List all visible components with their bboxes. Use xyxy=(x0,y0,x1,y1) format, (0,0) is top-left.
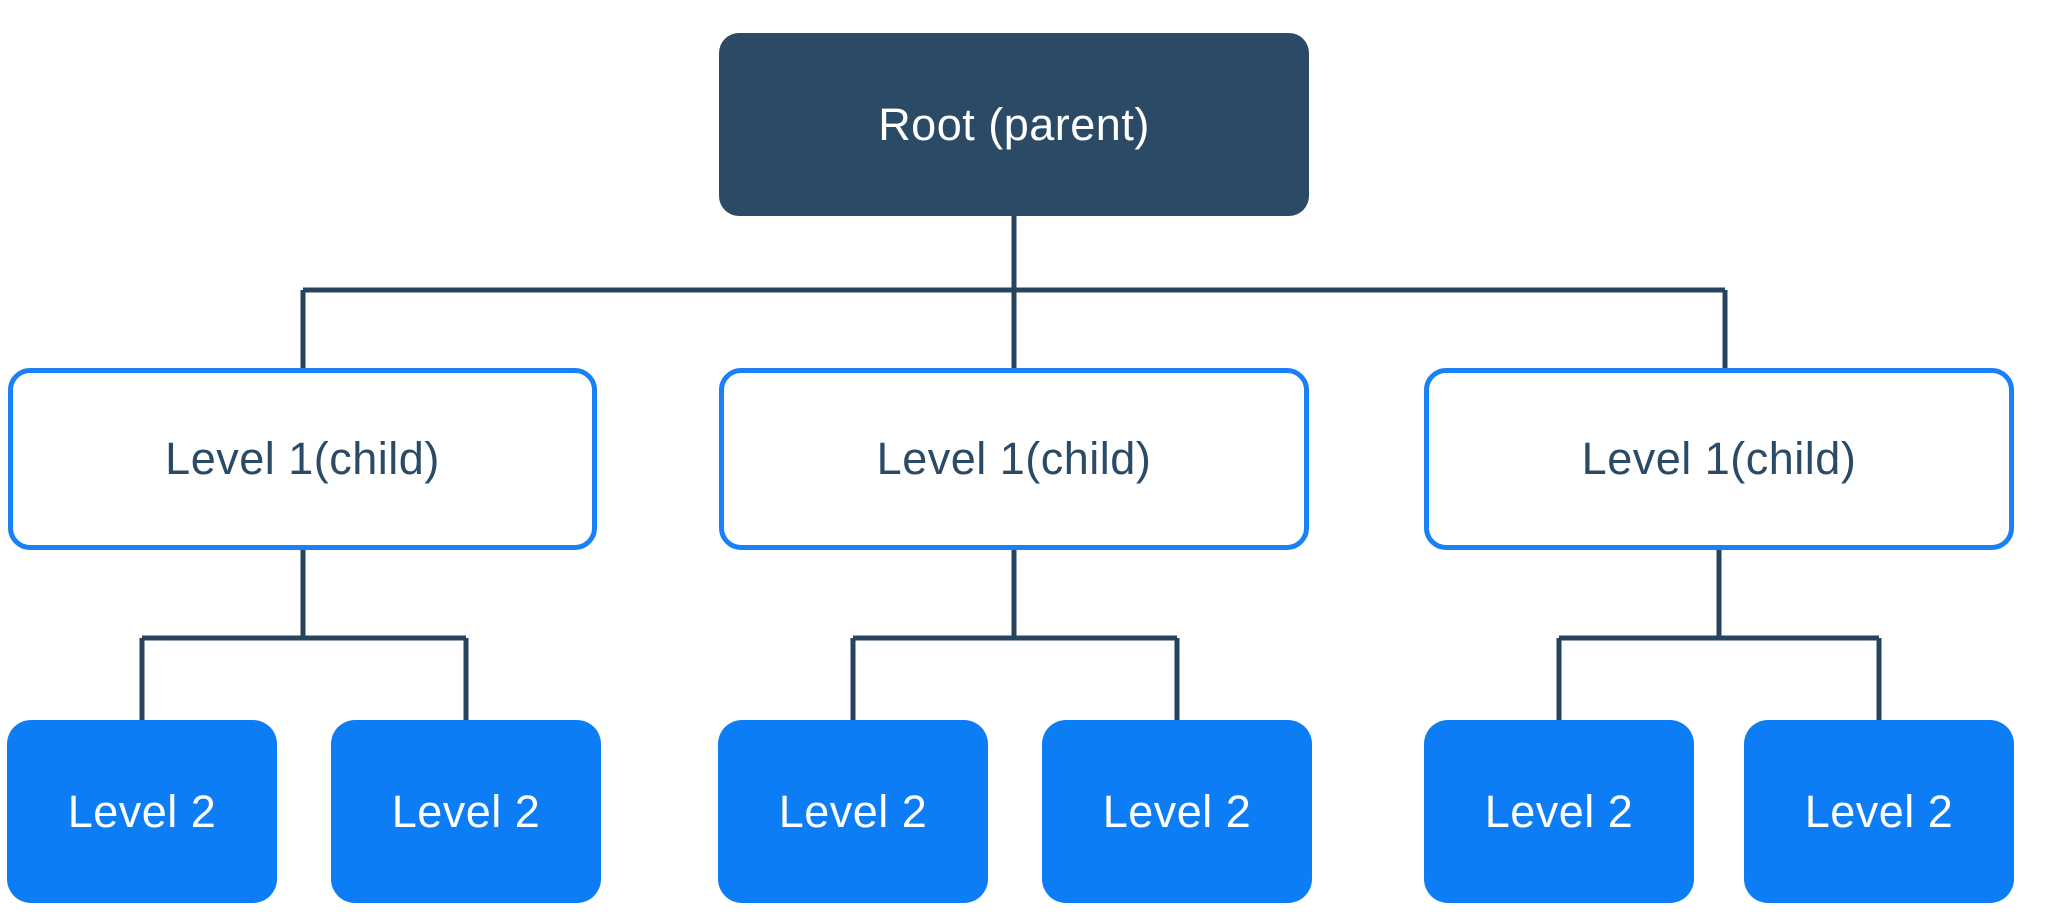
node-level2-1-label: Level 2 xyxy=(67,785,217,837)
connector-level1a-to-children xyxy=(139,550,469,722)
node-level2-1: Level 2 xyxy=(7,720,277,903)
node-level2-2: Level 2 xyxy=(331,720,601,903)
node-level2-3: Level 2 xyxy=(718,720,988,903)
node-level2-4-label: Level 2 xyxy=(1102,785,1252,837)
node-level2-2-label: Level 2 xyxy=(391,785,541,837)
node-level2-5-label: Level 2 xyxy=(1484,785,1634,837)
node-level1-left-label: Level 1(child) xyxy=(165,433,440,484)
node-level2-4: Level 2 xyxy=(1042,720,1312,903)
connector-level1b-to-children xyxy=(850,550,1180,722)
node-root: Root (parent) xyxy=(719,33,1309,216)
node-level2-6: Level 2 xyxy=(1744,720,2014,903)
node-level2-6-label: Level 2 xyxy=(1804,785,1954,837)
node-level2-5: Level 2 xyxy=(1424,720,1694,903)
connector-level1c-to-children xyxy=(1556,550,1882,722)
node-level1-middle: Level 1(child) xyxy=(719,368,1309,550)
node-level1-middle-label: Level 1(child) xyxy=(876,433,1152,484)
node-root-label: Root (parent) xyxy=(878,98,1150,150)
node-level2-3-label: Level 2 xyxy=(778,785,928,837)
node-level1-right: Level 1(child) xyxy=(1424,368,2014,550)
node-level1-left: Level 1(child) xyxy=(8,368,597,550)
node-level1-right-label: Level 1(child) xyxy=(1581,433,1857,484)
connector-root-to-level1 xyxy=(300,216,1728,370)
